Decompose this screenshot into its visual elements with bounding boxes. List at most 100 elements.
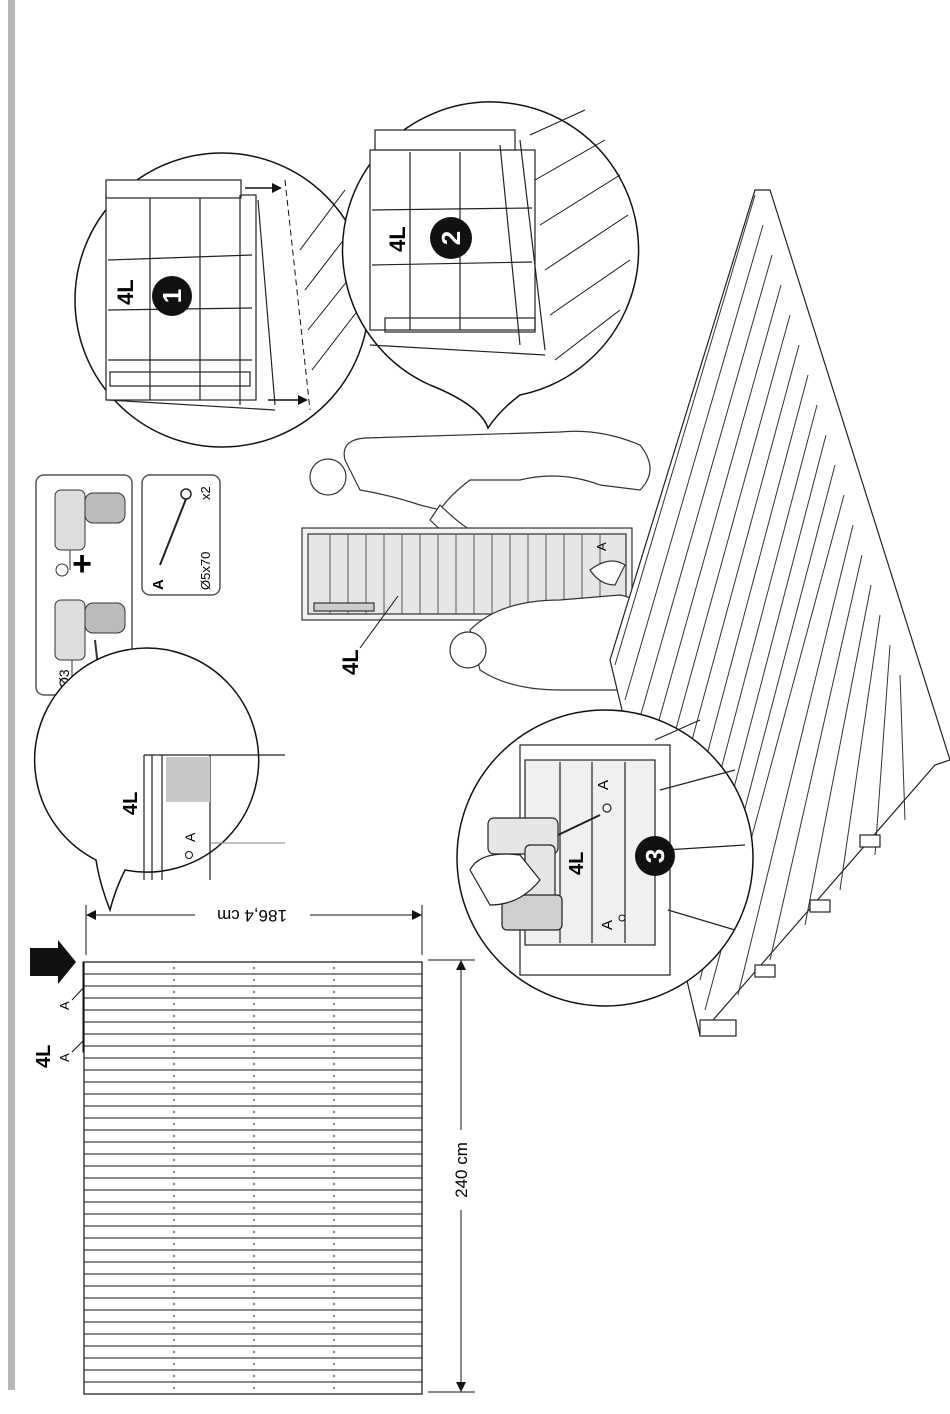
- plan-screw-lower: A: [57, 1053, 72, 1062]
- nail-dot: [173, 1135, 175, 1137]
- nail-dot: [173, 1111, 175, 1113]
- nail-dot: [333, 1339, 335, 1341]
- nail-dot: [173, 1291, 175, 1293]
- nail-dot: [333, 1363, 335, 1365]
- nail-dot: [173, 1159, 175, 1161]
- nail-dot: [173, 1027, 175, 1029]
- nail-dot: [173, 1003, 175, 1005]
- nail-dot: [333, 1075, 335, 1077]
- nail-dot: [333, 1087, 335, 1089]
- nail-dot: [253, 1387, 255, 1389]
- detail-part-label: 4L: [120, 792, 142, 815]
- nail-dot: [253, 1027, 255, 1029]
- nail-dot: [333, 1219, 335, 1221]
- nail-dot: [173, 1063, 175, 1065]
- nail-dot: [173, 1075, 175, 1077]
- nail-dot: [333, 1135, 335, 1137]
- nail-dot: [253, 1099, 255, 1101]
- nail-dot: [173, 1219, 175, 1221]
- nail-dot: [173, 1351, 175, 1353]
- plan-screw-upper: A: [57, 1001, 72, 1010]
- nail-dot: [333, 1255, 335, 1257]
- nail-dot: [253, 1339, 255, 1341]
- nail-dot: [333, 1063, 335, 1065]
- nail-dot: [253, 1195, 255, 1197]
- nail-dot: [173, 1231, 175, 1233]
- nail-dot: [173, 1279, 175, 1281]
- detail-circle-step-2: 4L 2: [343, 102, 639, 428]
- nail-dot: [333, 1015, 335, 1017]
- nail-dot: [253, 1135, 255, 1137]
- nail-dot: [173, 1303, 175, 1305]
- detail-screw-letter: A: [182, 832, 198, 842]
- nail-dot: [333, 1231, 335, 1233]
- detail-circle-step-1: 4L 1: [75, 153, 369, 447]
- nail-dot: [173, 1195, 175, 1197]
- nail-dot: [333, 1051, 335, 1053]
- nail-dot: [253, 1219, 255, 1221]
- nail-dot: [253, 1243, 255, 1245]
- scene-screw-letter: A: [594, 542, 609, 551]
- screw-box: A Ø5x70 x2: [142, 475, 220, 595]
- nail-dot: [253, 1267, 255, 1269]
- nail-dot: [253, 1279, 255, 1281]
- nail-dot: [253, 1291, 255, 1293]
- nail-dot: [173, 1207, 175, 1209]
- page-margin-bar: [8, 0, 15, 1390]
- nail-dot: [253, 1003, 255, 1005]
- nail-dot: [253, 1075, 255, 1077]
- nail-dot: [253, 1231, 255, 1233]
- nail-dot: [253, 1363, 255, 1365]
- nail-dot: [173, 991, 175, 993]
- nail-dot: [173, 1123, 175, 1125]
- nail-dot: [173, 1363, 175, 1365]
- nail-dot: [333, 1159, 335, 1161]
- detail-circle-step-3: 4L A A 3: [457, 710, 753, 1006]
- nail-dot: [333, 1123, 335, 1125]
- screw-spec: Ø5x70: [198, 552, 213, 590]
- nail-dot: [333, 1039, 335, 1041]
- nail-dot: [333, 1195, 335, 1197]
- nail-dot: [253, 1087, 255, 1089]
- screw-letter: A: [150, 579, 167, 590]
- nail-dot: [253, 1351, 255, 1353]
- nail-dot: [253, 1123, 255, 1125]
- step-1-number: 1: [157, 289, 187, 303]
- circle-3-part-label: 4L: [566, 852, 588, 875]
- nail-dot: [333, 1243, 335, 1245]
- nail-dot: [173, 1015, 175, 1017]
- height-dimension: 240 cm: [452, 1142, 471, 1198]
- nail-dot: [333, 1027, 335, 1029]
- nail-dot: [173, 1087, 175, 1089]
- nail-dot: [173, 1315, 175, 1317]
- circle-3-screw-bottom: A: [599, 920, 616, 930]
- nail-dot: [333, 1351, 335, 1353]
- nail-dot: [173, 1051, 175, 1053]
- nail-dot: [333, 1387, 335, 1389]
- nail-dot: [333, 1147, 335, 1149]
- nail-dot: [333, 1207, 335, 1209]
- step-3-number: 3: [640, 849, 670, 863]
- scene-part-label: 4L: [338, 649, 363, 675]
- nail-dot: [333, 979, 335, 981]
- nail-dot: [173, 1387, 175, 1389]
- nail-dot: [253, 1111, 255, 1113]
- nail-dot: [173, 1327, 175, 1329]
- nail-dot: [253, 1327, 255, 1329]
- width-dimension: 186,4 cm: [217, 906, 287, 925]
- screw-quantity: x2: [198, 486, 213, 500]
- nail-dot: [173, 1183, 175, 1185]
- nail-dot: [173, 1039, 175, 1041]
- nail-dot: [253, 1159, 255, 1161]
- plan-part-label: 4L: [33, 1045, 55, 1068]
- nail-dot: [173, 979, 175, 981]
- nail-dot: [253, 1063, 255, 1065]
- nail-dot: [253, 1039, 255, 1041]
- nail-dot: [173, 1267, 175, 1269]
- nail-dot: [253, 1255, 255, 1257]
- nail-dot: [253, 1171, 255, 1173]
- nail-dot: [253, 991, 255, 993]
- nail-dot: [173, 1171, 175, 1173]
- nail-dot: [333, 1375, 335, 1377]
- nail-dot: [253, 967, 255, 969]
